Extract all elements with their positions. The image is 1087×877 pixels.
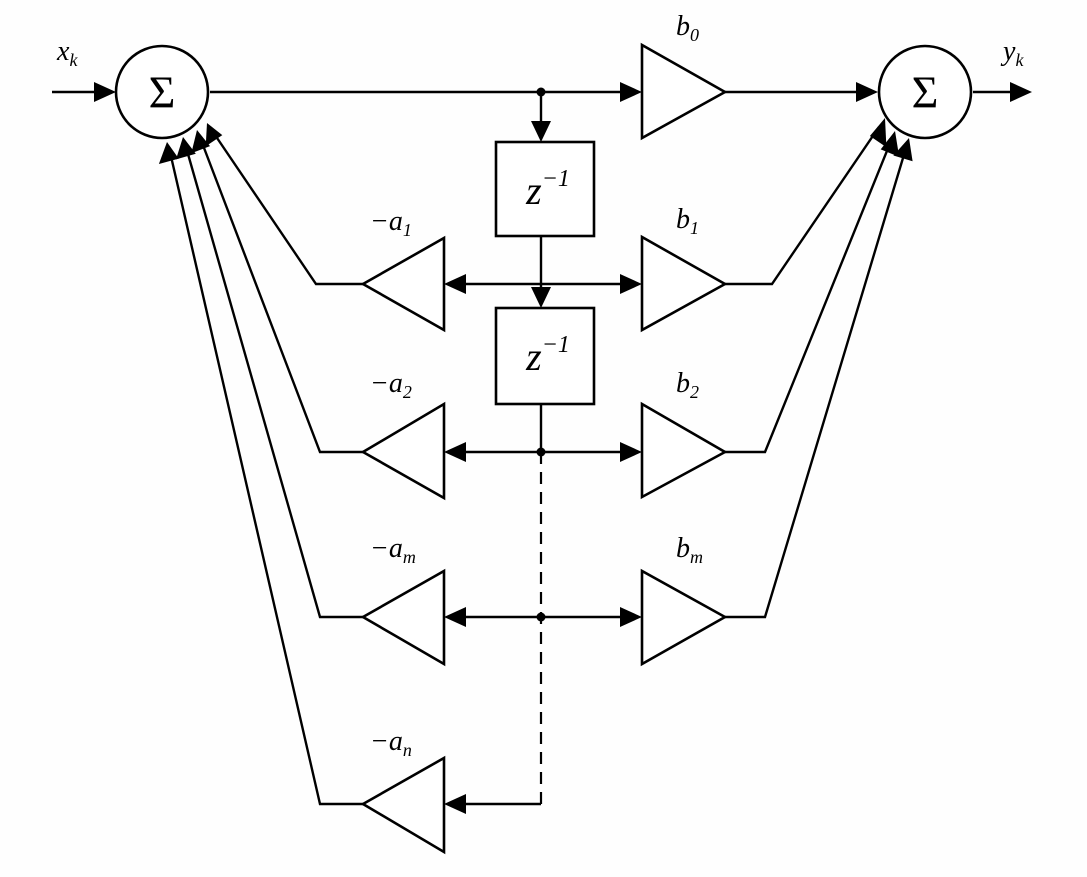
arrowhead-b2-in [620, 442, 642, 462]
delay-exponent: −1 [542, 166, 570, 192]
junction-dot-row2 [536, 447, 546, 457]
sigma-symbol: Σ [149, 67, 176, 118]
junction-dot-top [536, 87, 546, 97]
output-label: yk [1000, 36, 1024, 70]
gain-an-triangle [360, 755, 446, 855]
arrowhead-b0-in [620, 82, 642, 102]
summing-junction-input: Σ [114, 44, 210, 140]
arrowhead-output [1010, 82, 1032, 102]
arrowhead-fb-am [176, 137, 196, 160]
gain-a1-label: −a1 [370, 206, 412, 240]
arrowhead-sum2-in [856, 82, 878, 102]
arrowhead-delay1-in [531, 121, 551, 142]
forward-b1-wire [725, 126, 880, 286]
gain-bm-triangle [640, 568, 728, 667]
gain-am-triangle [360, 568, 446, 667]
delay-block-2: z−1 [494, 306, 596, 406]
arrowhead-b1-in [620, 274, 642, 294]
arrowhead-a2-in [444, 442, 466, 462]
gain-b2-label: b2 [676, 368, 699, 402]
sigma-symbol: Σ [912, 67, 939, 118]
delay-base: z [525, 334, 542, 379]
gain-b1-triangle [640, 234, 728, 333]
feedback-a2-wire [199, 139, 363, 454]
arrowhead-delay2-in [531, 287, 551, 308]
gain-b2-triangle [640, 401, 728, 500]
feedback-a1-wire [212, 131, 363, 286]
delay-base: z [525, 168, 542, 213]
junction-dot-rowm [536, 612, 546, 622]
arrowhead-bm-in [620, 607, 642, 627]
arrowheads [94, 82, 1032, 814]
gain-an-label: −an [370, 726, 412, 760]
gain-bm-label: bm [676, 533, 703, 567]
svg-text:z−1: z−1 [525, 332, 570, 379]
forward-bm-wire [725, 147, 908, 619]
summing-junction-output: Σ [877, 44, 973, 140]
feedback-am-wire [184, 146, 363, 619]
delay-block-1: z−1 [494, 140, 596, 238]
arrowhead-fb-a1 [205, 123, 223, 147]
arrowhead-ff-b1 [869, 118, 887, 148]
gain-b0-label: b0 [676, 11, 699, 45]
signal-wires [52, 90, 1020, 806]
delay-exponent: −1 [542, 332, 570, 358]
arrowhead-fb-a2 [191, 130, 210, 154]
gain-a1-triangle [360, 235, 446, 333]
gain-a2-label: −a2 [370, 368, 412, 402]
gain-b1-label: b1 [676, 204, 699, 238]
arrowhead-ff-b2 [880, 131, 900, 157]
junction-dots [536, 87, 546, 622]
input-label: xk [56, 36, 78, 70]
arrowhead-input [94, 82, 116, 102]
arrowhead-an-in [444, 794, 466, 814]
arrowhead-am-in [444, 607, 466, 627]
arrowhead-a1-in [444, 274, 466, 294]
feedback-an-wire [168, 151, 363, 806]
arrowhead-ff-bm [893, 138, 913, 162]
arrowhead-fb-an [158, 142, 179, 164]
gain-b0-triangle [640, 42, 728, 141]
svg-text:z−1: z−1 [525, 166, 570, 213]
forward-b2-wire [725, 140, 893, 454]
gain-a2-triangle [360, 401, 446, 501]
gain-am-label: −am [370, 533, 416, 567]
